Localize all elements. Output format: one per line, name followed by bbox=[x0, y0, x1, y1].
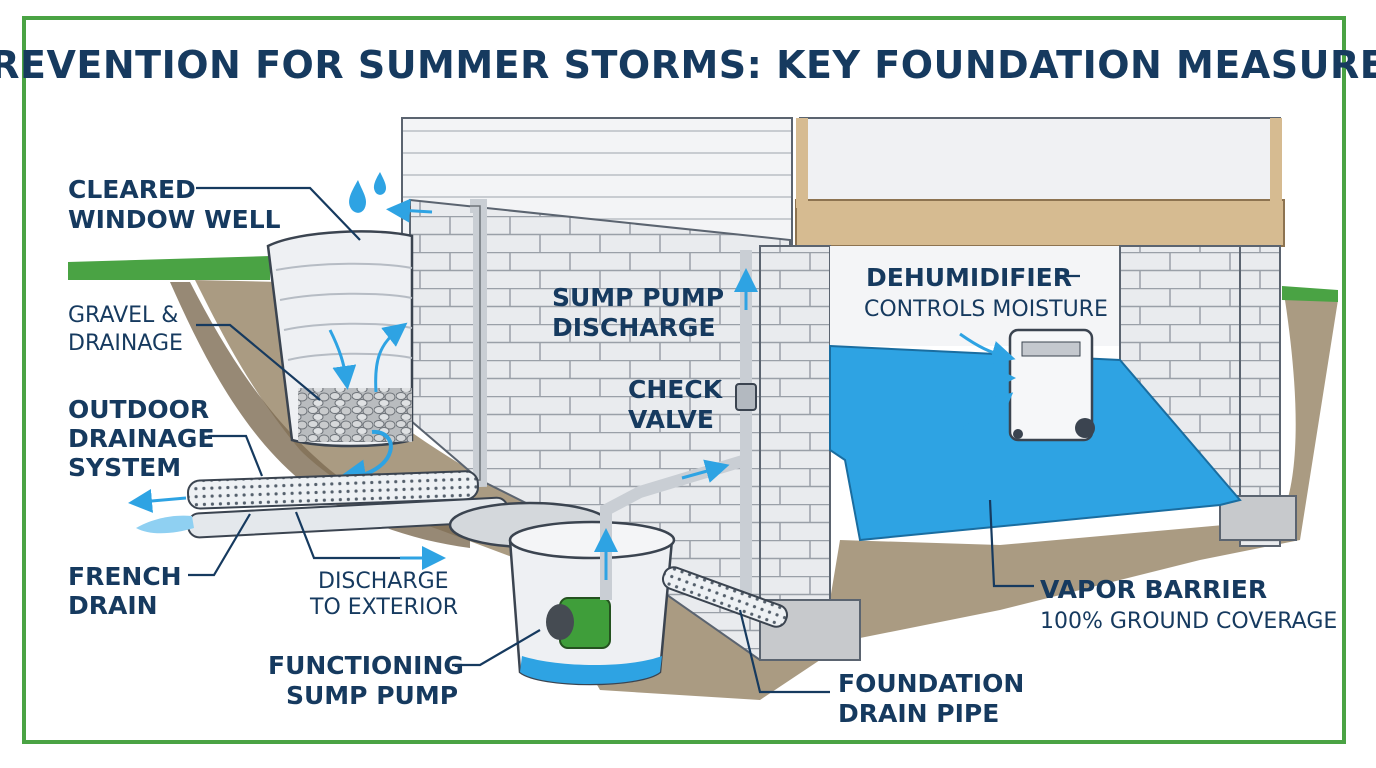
sump-riser-arrow bbox=[681, 459, 730, 483]
label-discharge-1: DISCHARGE bbox=[318, 569, 449, 594]
label-check-valve-1: CHECK bbox=[628, 375, 724, 404]
check-valve bbox=[735, 383, 757, 411]
leader-window-well bbox=[196, 186, 361, 241]
label-outdoor-2: DRAINAGE bbox=[68, 424, 215, 453]
label-discharge-2: TO EXTERIOR bbox=[309, 595, 458, 620]
foundation-drain-pipe bbox=[661, 566, 789, 628]
label-sump-discharge-2: DISCHARGE bbox=[552, 313, 716, 342]
water-drop-icon bbox=[349, 180, 366, 213]
label-outdoor-3: SYSTEM bbox=[68, 453, 181, 482]
label-foundation-drain-2: DRAIN PIPE bbox=[838, 699, 999, 728]
label-window-well-2: WINDOW WELL bbox=[68, 205, 281, 234]
soil-ground bbox=[68, 278, 1338, 740]
water-drop-icon bbox=[373, 172, 386, 195]
label-gravel-2: DRAINAGE bbox=[68, 331, 183, 356]
foundation-corner bbox=[759, 245, 831, 647]
soil-band bbox=[170, 282, 470, 548]
label-outdoor-1: OUTDOOR bbox=[68, 395, 209, 424]
label-dehumidifier-sub: CONTROLS MOISTURE bbox=[864, 297, 1108, 322]
leader-french bbox=[188, 513, 251, 577]
floor-post-left bbox=[796, 118, 808, 208]
label-french-1: FRENCH bbox=[68, 562, 182, 591]
pier-footing bbox=[1219, 495, 1297, 541]
label-sump-pump-2: SUMP PUMP bbox=[286, 681, 458, 710]
house-wall-interior bbox=[799, 117, 1281, 209]
label-check-valve-2: VALVE bbox=[628, 405, 714, 434]
vapor-barrier bbox=[829, 344, 1242, 542]
label-foundation-drain-1: FOUNDATION bbox=[838, 669, 1024, 698]
rain-arrow bbox=[386, 198, 433, 223]
floor-beam bbox=[795, 199, 1285, 247]
leader-discharge bbox=[294, 511, 430, 560]
label-window-well-1: CLEARED bbox=[68, 175, 196, 204]
leader-gravel bbox=[196, 323, 321, 401]
window-well-ribs bbox=[275, 262, 413, 361]
outdoor-drainage-pipe bbox=[187, 470, 479, 510]
page-title: PREVENTION FOR SUMMER STORMS: KEY FOUNDA… bbox=[0, 43, 1376, 87]
label-gravel-1: GRAVEL & bbox=[68, 303, 178, 328]
label-sump-pump-1: FUNCTIONING bbox=[268, 651, 464, 680]
label-sump-discharge-1: SUMP PUMP bbox=[552, 283, 724, 312]
footing bbox=[759, 599, 861, 661]
leader-sump-pump bbox=[452, 629, 541, 667]
leader-foundation-drain bbox=[738, 609, 830, 694]
label-vapor-barrier-sub: 100% GROUND COVERAGE bbox=[1040, 609, 1337, 634]
soil-layer bbox=[195, 280, 1338, 700]
outdoor-discharge-arrow bbox=[128, 489, 187, 513]
label-dehumidifier: DEHUMIDIFIER bbox=[866, 263, 1072, 292]
grass-right bbox=[1282, 286, 1338, 302]
window-well-arrow-in bbox=[328, 329, 357, 390]
label-french-2: DRAIN bbox=[68, 591, 158, 620]
leader-outdoor bbox=[208, 434, 264, 477]
airflow-arrow-3 bbox=[959, 392, 1014, 432]
label-vapor-barrier: VAPOR BARRIER bbox=[1040, 575, 1267, 604]
diagram-frame bbox=[22, 16, 1346, 744]
grass-left bbox=[68, 256, 270, 280]
dehumidifier-unit bbox=[1008, 328, 1095, 442]
leader-vapor-barrier bbox=[988, 499, 1034, 588]
water-outflow bbox=[136, 515, 194, 534]
floor-post-right bbox=[1270, 118, 1282, 208]
window-well-arrow-out bbox=[374, 322, 408, 393]
airflow-arrow-1 bbox=[959, 332, 1016, 365]
